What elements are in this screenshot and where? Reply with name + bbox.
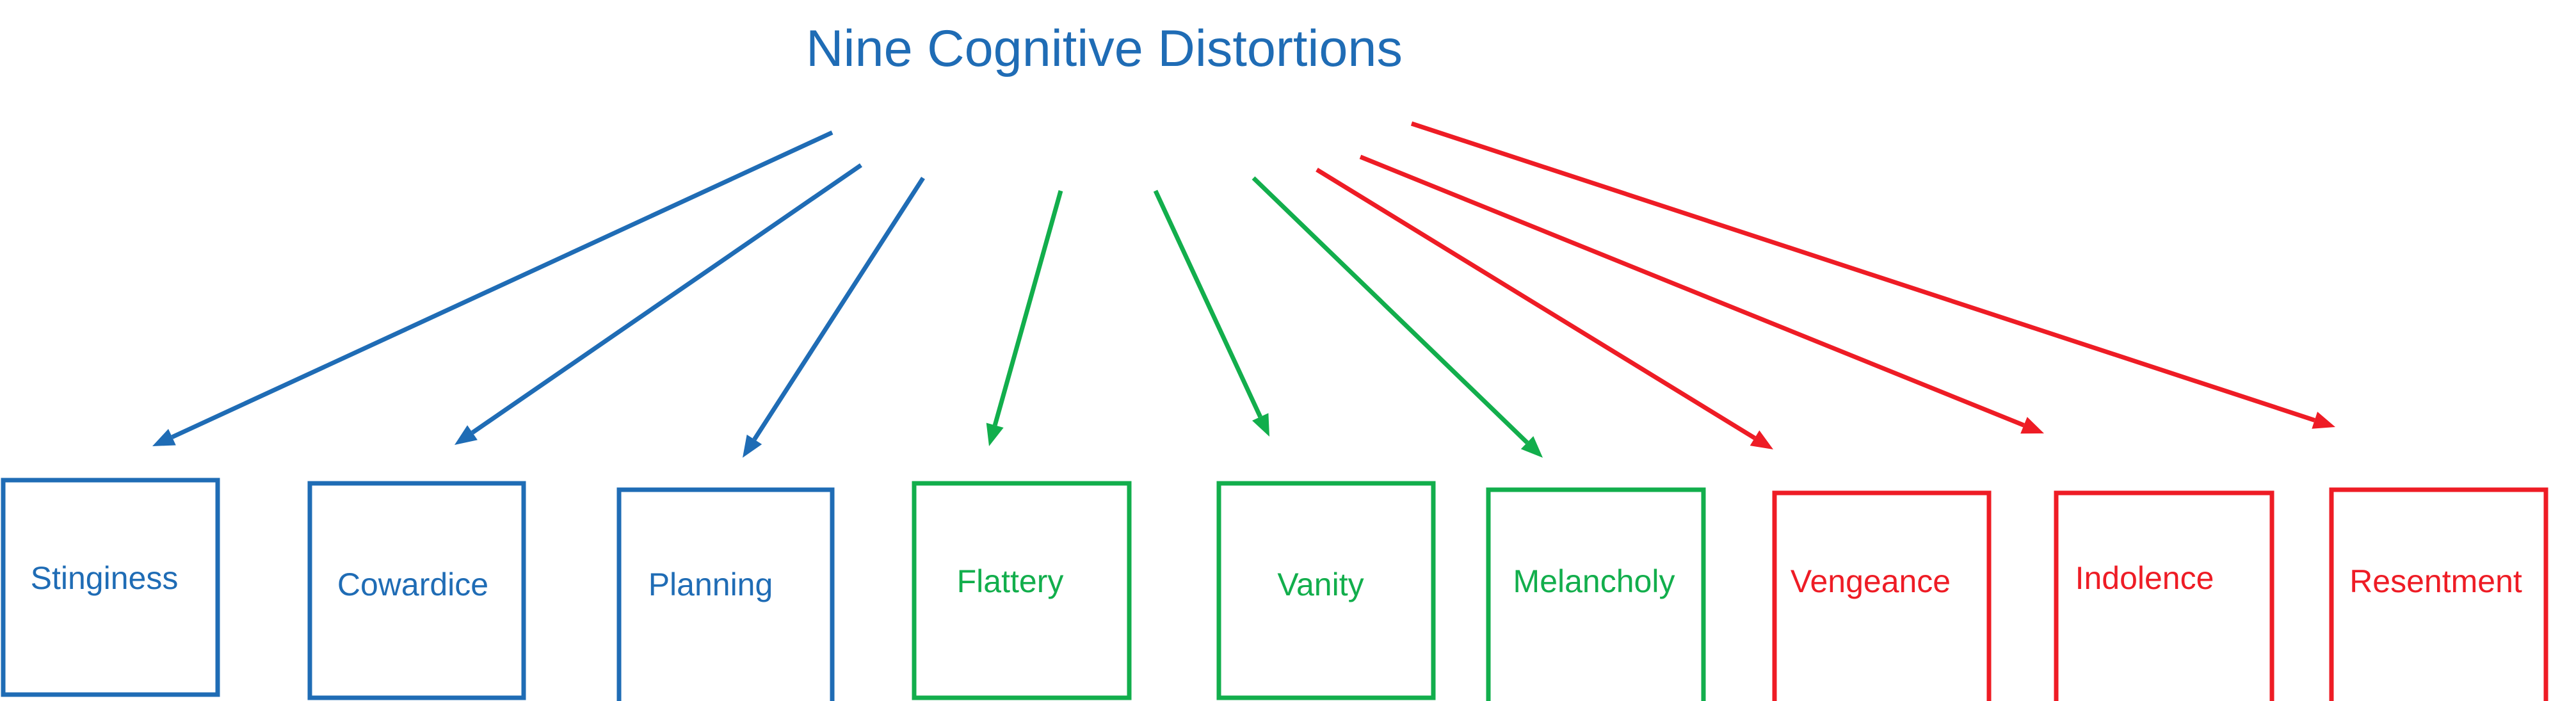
label-planning: Planning — [648, 567, 773, 602]
arrow-vanity — [1153, 189, 1262, 418]
arrow-melancholy — [1252, 176, 1529, 444]
arrowhead-0 — [152, 429, 176, 446]
arrowhead-6 — [1750, 430, 1773, 449]
box-resentment — [2329, 487, 2548, 701]
arrowhead-3 — [986, 423, 1004, 446]
arrowhead-8 — [2312, 412, 2335, 429]
box-cowardice — [307, 481, 526, 700]
arrow-planning — [752, 177, 925, 441]
arrowhead-2 — [743, 434, 762, 458]
arrow-cowardice — [471, 163, 862, 435]
box-vengeance — [1772, 490, 1992, 701]
diagram-title: Nine Cognitive Distortions — [806, 20, 1403, 77]
arrows-layer — [152, 121, 2335, 458]
label-resentment: Resentment — [2349, 563, 2522, 599]
arrowhead-4 — [1252, 413, 1269, 437]
label-indolence: Indolence — [2075, 560, 2214, 596]
box-melancholy — [1486, 487, 1706, 701]
arrow-stinginess — [171, 130, 833, 439]
arrow-resentment — [1410, 121, 2315, 423]
arrowhead-1 — [455, 425, 478, 445]
label-melancholy: Melancholy — [1513, 563, 1675, 599]
arrow-indolence — [1359, 154, 2025, 428]
box-flattery — [912, 481, 1132, 700]
label-vanity: Vanity — [1277, 567, 1364, 602]
label-stinginess: Stinginess — [31, 560, 179, 596]
label-cowardice: Cowardice — [337, 567, 488, 602]
box-indolence — [2054, 490, 2274, 701]
label-vengeance: Vengeance — [1791, 563, 1951, 599]
box-planning — [616, 487, 835, 701]
arrowhead-7 — [2020, 417, 2044, 434]
arrow-flattery — [992, 190, 1063, 426]
arrow-vengeance — [1316, 168, 1756, 440]
box-vanity — [1216, 481, 1436, 700]
arrowhead-5 — [1520, 436, 1543, 458]
box-stinginess — [1, 478, 220, 697]
boxes-layer: Stinginess Cowardice Planning Flattery Vanit… — [1, 478, 2548, 701]
label-flattery: Flattery — [957, 563, 1064, 599]
